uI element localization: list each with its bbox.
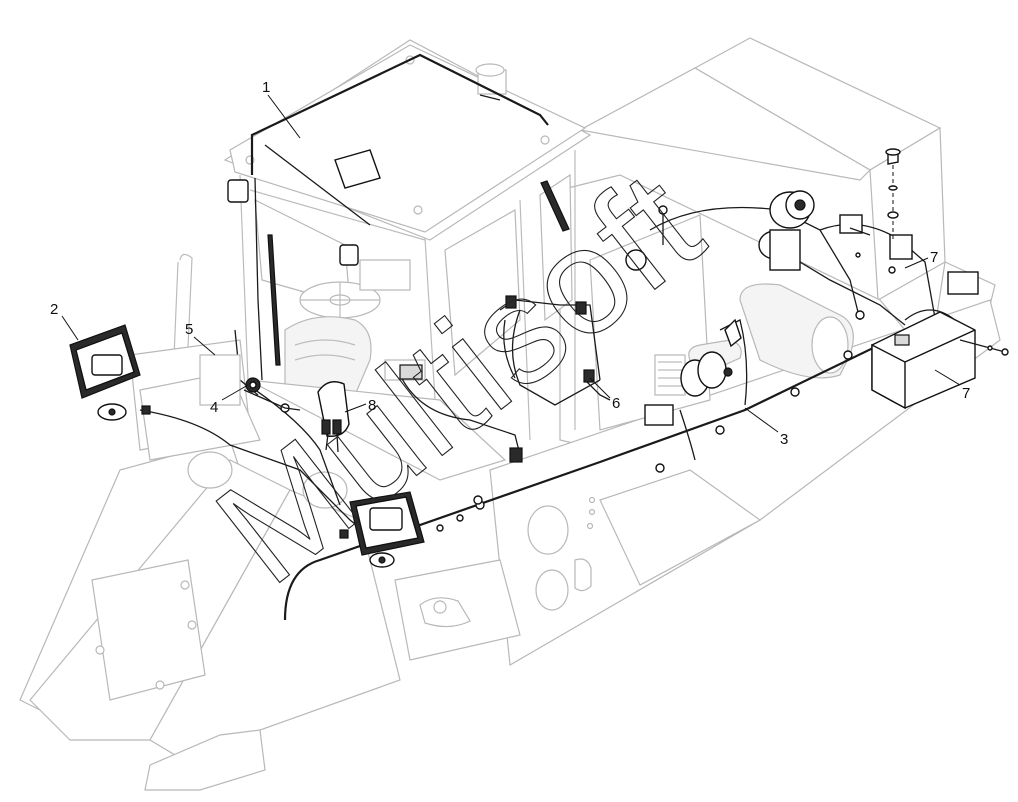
front-wiper	[267, 234, 281, 366]
front-bracket	[199, 354, 301, 413]
cab-work-lamp-left	[227, 179, 249, 203]
callout-1: 1	[262, 79, 270, 96]
cab-work-lamp-right	[339, 244, 359, 266]
leader-2	[61, 315, 79, 341]
callout-7a: 7	[930, 249, 938, 266]
leader-8	[344, 403, 367, 413]
callouts: 1 2 3 4 5 6 7 7 8	[50, 79, 970, 448]
front-headlamp-right	[339, 491, 483, 568]
leader-7a	[904, 257, 929, 269]
roof-lamp	[334, 149, 381, 189]
leader-3	[744, 407, 779, 433]
battery-box	[849, 227, 1009, 410]
callout-2: 2	[50, 301, 58, 318]
relay-holder	[317, 381, 350, 453]
leader-4	[221, 384, 249, 401]
alternator-cluster	[724, 190, 979, 348]
louvre-grille	[654, 354, 686, 396]
leader-5	[193, 336, 216, 356]
callout-4: 4	[210, 399, 218, 416]
battery-disconnect	[885, 148, 901, 274]
front-headlamp-left	[69, 324, 151, 421]
leader-7b	[934, 369, 961, 386]
leader-6	[589, 377, 611, 399]
callout-3: 3	[780, 431, 788, 448]
callout-6: 6	[612, 395, 620, 412]
leader-1	[267, 94, 301, 139]
rear-components	[680, 283, 854, 397]
callout-8: 8	[368, 397, 376, 414]
callout-7b: 7	[962, 385, 970, 402]
callout-5: 5	[185, 321, 193, 338]
